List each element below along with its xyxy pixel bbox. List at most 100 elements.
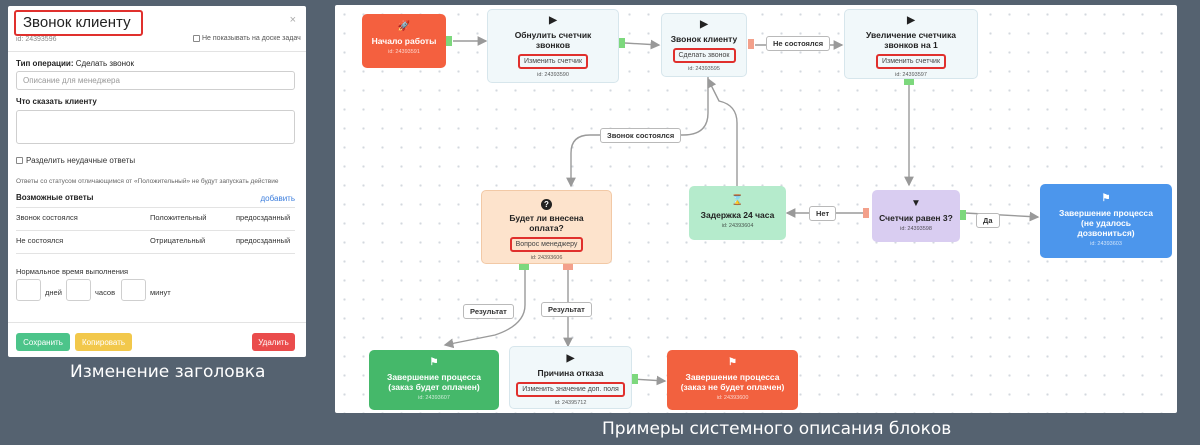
block-title-input[interactable]: Звонок клиенту: [14, 10, 143, 36]
edge-delay-call: [707, 77, 738, 186]
node-refusal-reason[interactable]: ▶ Причина отказа Изменить значение доп. …: [509, 346, 632, 409]
play-icon: ▶: [549, 15, 557, 26]
answers-note: Ответы со статусом отличающимся от «Поло…: [16, 178, 279, 185]
node-end-paid[interactable]: ⚑ Завершение процесса (заказ будет оплач…: [369, 350, 499, 410]
answer-kind: предосзданный: [236, 213, 291, 222]
copy-button[interactable]: Копировать: [75, 333, 132, 351]
rocket-icon: 🚀: [397, 21, 411, 32]
divider: [8, 322, 306, 323]
output-port[interactable]: [619, 38, 625, 48]
question-icon: ?: [541, 199, 552, 210]
node-description: Изменить счетчик: [875, 54, 947, 69]
node-reset-counter[interactable]: ▶ Обнулить счетчик звонков Изменить счет…: [487, 9, 619, 83]
node-title: Завершение процесса (заказ не будет опла…: [680, 372, 785, 392]
output-port[interactable]: [904, 79, 914, 85]
node-title: Счетчик равен 3?: [879, 213, 953, 223]
divider: [16, 230, 295, 231]
node-end-not-reached[interactable]: ⚑ Завершение процесса (не удалось дозвон…: [1040, 184, 1172, 258]
answer-status: Положительный: [150, 213, 207, 222]
output-port[interactable]: [446, 36, 452, 46]
say-to-client-label: Что сказать клиенту: [16, 97, 97, 106]
node-call-client[interactable]: ▶ Звонок клиенту Сделать звонок id: 2439…: [661, 13, 747, 77]
answer-kind: предосзданный: [236, 236, 291, 245]
node-id: id: 24393600: [716, 395, 749, 401]
node-increment-counter[interactable]: ▶ Увеличение счетчика звонков на 1 Измен…: [844, 9, 978, 79]
node-description: Вопрос менеджеру: [509, 237, 584, 252]
hide-on-board-option[interactable]: Не показывать на доске задач: [193, 35, 301, 42]
play-icon: ▶: [566, 353, 575, 364]
say-to-client-textarea[interactable]: [16, 110, 295, 144]
play-icon: ▶: [700, 19, 708, 30]
time-label: Нормальное время выполнения: [16, 267, 129, 276]
block-editor-panel: Звонок клиенту × id: 24393596 Не показыв…: [8, 6, 306, 357]
node-id: id: 24393604: [721, 223, 754, 229]
operation-type: Тип операции: Сделать звонок: [16, 59, 134, 68]
node-title: Задержка 24 часа: [700, 210, 775, 220]
node-id: id: 24393595: [688, 66, 720, 72]
add-answer-link[interactable]: добавить: [260, 194, 295, 203]
output-port[interactable]: [632, 374, 638, 384]
node-description: Изменить значение доп. поля: [516, 382, 625, 397]
node-end-unpaid[interactable]: ⚑ Завершение процесса (заказ не будет оп…: [667, 350, 798, 410]
operation-type-value: Сделать звонок: [75, 59, 134, 68]
minutes-label: минут: [150, 288, 171, 297]
answer-row[interactable]: Не состоялся Отрицательный предосзданный: [16, 232, 295, 252]
hours-label: часов: [95, 288, 116, 297]
node-id: id: 24393606: [530, 255, 563, 261]
left-caption: Изменение заголовка: [70, 362, 266, 382]
node-id: id: 24393603: [1090, 241, 1122, 247]
days-label: дней: [45, 288, 62, 297]
description-input[interactable]: Описание для менеджера: [16, 71, 295, 90]
node-title: Причина отказа: [537, 368, 604, 378]
close-icon[interactable]: ×: [289, 14, 296, 26]
divider: [16, 207, 295, 208]
node-title: Завершение процесса (заказ будет оплачен…: [387, 372, 481, 392]
node-title: Завершение процесса (не удалось дозвонит…: [1059, 208, 1153, 238]
answers-title: Возможные ответы: [16, 193, 94, 202]
node-id: id: 24393591: [388, 49, 420, 55]
answer-text: Не состоялся: [16, 236, 64, 245]
hourglass-icon: ⌛: [731, 195, 744, 206]
edge-label-call-happened: Звонок состоялся: [600, 128, 682, 143]
split-answers-checkbox[interactable]: [16, 157, 23, 164]
edge-label-not-happened: Не состоялся: [766, 36, 831, 51]
right-caption: Примеры системного описания блоков: [602, 419, 952, 439]
minutes-input[interactable]: [121, 279, 146, 301]
flow-canvas[interactable]: 🚀 Начало работы id: 24393591 ▶ Обнулить …: [335, 5, 1177, 413]
output-port[interactable]: [519, 264, 529, 270]
flag-icon: ⚑: [1101, 193, 1111, 204]
edge-label-result: Результат: [463, 304, 514, 319]
output-port-negative[interactable]: [563, 264, 573, 270]
answer-status: Отрицательный: [150, 236, 206, 245]
edge-label-result: Результат: [541, 302, 592, 317]
filter-icon: ▼: [911, 198, 921, 209]
node-filter[interactable]: ▼ Счетчик равен 3? id: 24393598: [872, 190, 960, 242]
node-id: id: 24393590: [537, 72, 569, 78]
split-answers-option[interactable]: Разделить неудачные ответы: [16, 156, 135, 165]
node-title: Начало работы: [371, 36, 437, 46]
edge-label-no: Нет: [809, 206, 837, 221]
block-id: id: 24393596: [16, 36, 57, 43]
divider: [8, 51, 306, 52]
node-delay[interactable]: ⌛ Задержка 24 часа id: 24393604: [689, 186, 786, 240]
edge-label-yes: Да: [976, 213, 1000, 228]
node-title: Будет ли внесена оплата?: [509, 213, 584, 233]
days-input[interactable]: [16, 279, 41, 301]
node-payment-question[interactable]: ? Будет ли внесена оплата? Вопрос менедж…: [481, 190, 612, 264]
node-start[interactable]: 🚀 Начало работы id: 24393591: [362, 14, 446, 68]
node-title: Звонок клиенту: [670, 34, 738, 44]
node-title: Обнулить счетчик звонков: [514, 30, 592, 50]
node-id: id: 24393607: [418, 395, 450, 401]
delete-button[interactable]: Удалить: [252, 333, 295, 351]
flag-icon: ⚑: [728, 357, 737, 368]
answer-row[interactable]: Звонок состоялся Положительный предосзда…: [16, 209, 295, 229]
output-port[interactable]: [960, 210, 966, 220]
node-id: id: 24393597: [895, 72, 927, 78]
hide-on-board-checkbox[interactable]: [193, 35, 200, 42]
input-port[interactable]: [863, 208, 869, 218]
hide-on-board-label: Не показывать на доске задач: [202, 35, 301, 42]
hours-input[interactable]: [66, 279, 91, 301]
edge-reset-call: [624, 39, 661, 50]
output-port-negative[interactable]: [748, 39, 754, 49]
save-button[interactable]: Сохранить: [16, 333, 70, 351]
